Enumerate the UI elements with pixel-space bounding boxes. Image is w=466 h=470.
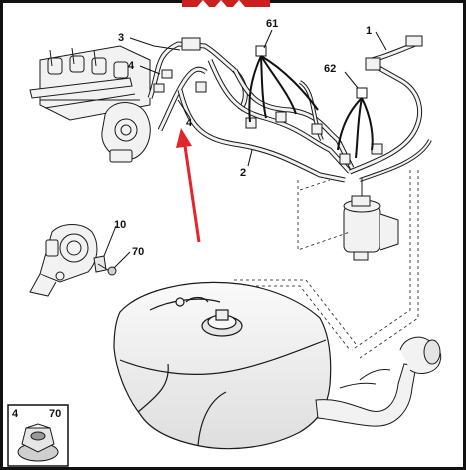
callout-leaders: [103, 29, 387, 269]
fuel-filter: [343, 178, 399, 261]
warning-banner: [182, 0, 270, 7]
hardware-kit-box: 4 70: [7, 404, 69, 467]
kit-label-70: 70: [49, 408, 61, 420]
nut-part-70: [107, 266, 117, 276]
clip-fan-62: [337, 87, 374, 159]
fuel-line-4: [153, 66, 208, 132]
callout-2: 2: [240, 167, 246, 179]
callout-4-upper: 4: [128, 60, 135, 72]
fuel-line-1: [349, 35, 432, 182]
fuel-tank: [113, 281, 332, 450]
clip-fan-61: [248, 45, 319, 123]
callout-62: 62: [324, 63, 336, 75]
pipe-bundle-2: [177, 59, 355, 183]
lift-pump-assembly: [29, 224, 98, 297]
flange-nut-icon: [17, 423, 59, 462]
bracket-part-10: [93, 255, 109, 273]
filler-neck: [315, 336, 442, 427]
callout-1: 1: [366, 25, 372, 37]
pointer-arrow-icon: [176, 128, 201, 243]
callout-10: 10: [114, 219, 126, 231]
dashed-routing-lines: [225, 170, 419, 359]
warning-triangle-icon: [197, 0, 245, 7]
callout-4-lower: 4: [186, 117, 193, 129]
callout-70: 70: [132, 246, 144, 258]
callout-61: 61: [266, 18, 278, 30]
high-pressure-pump-assembly: [29, 45, 151, 163]
kit-label-4: 4: [12, 408, 19, 420]
callout-3: 3: [118, 32, 124, 44]
pipe-clips: [245, 111, 383, 165]
